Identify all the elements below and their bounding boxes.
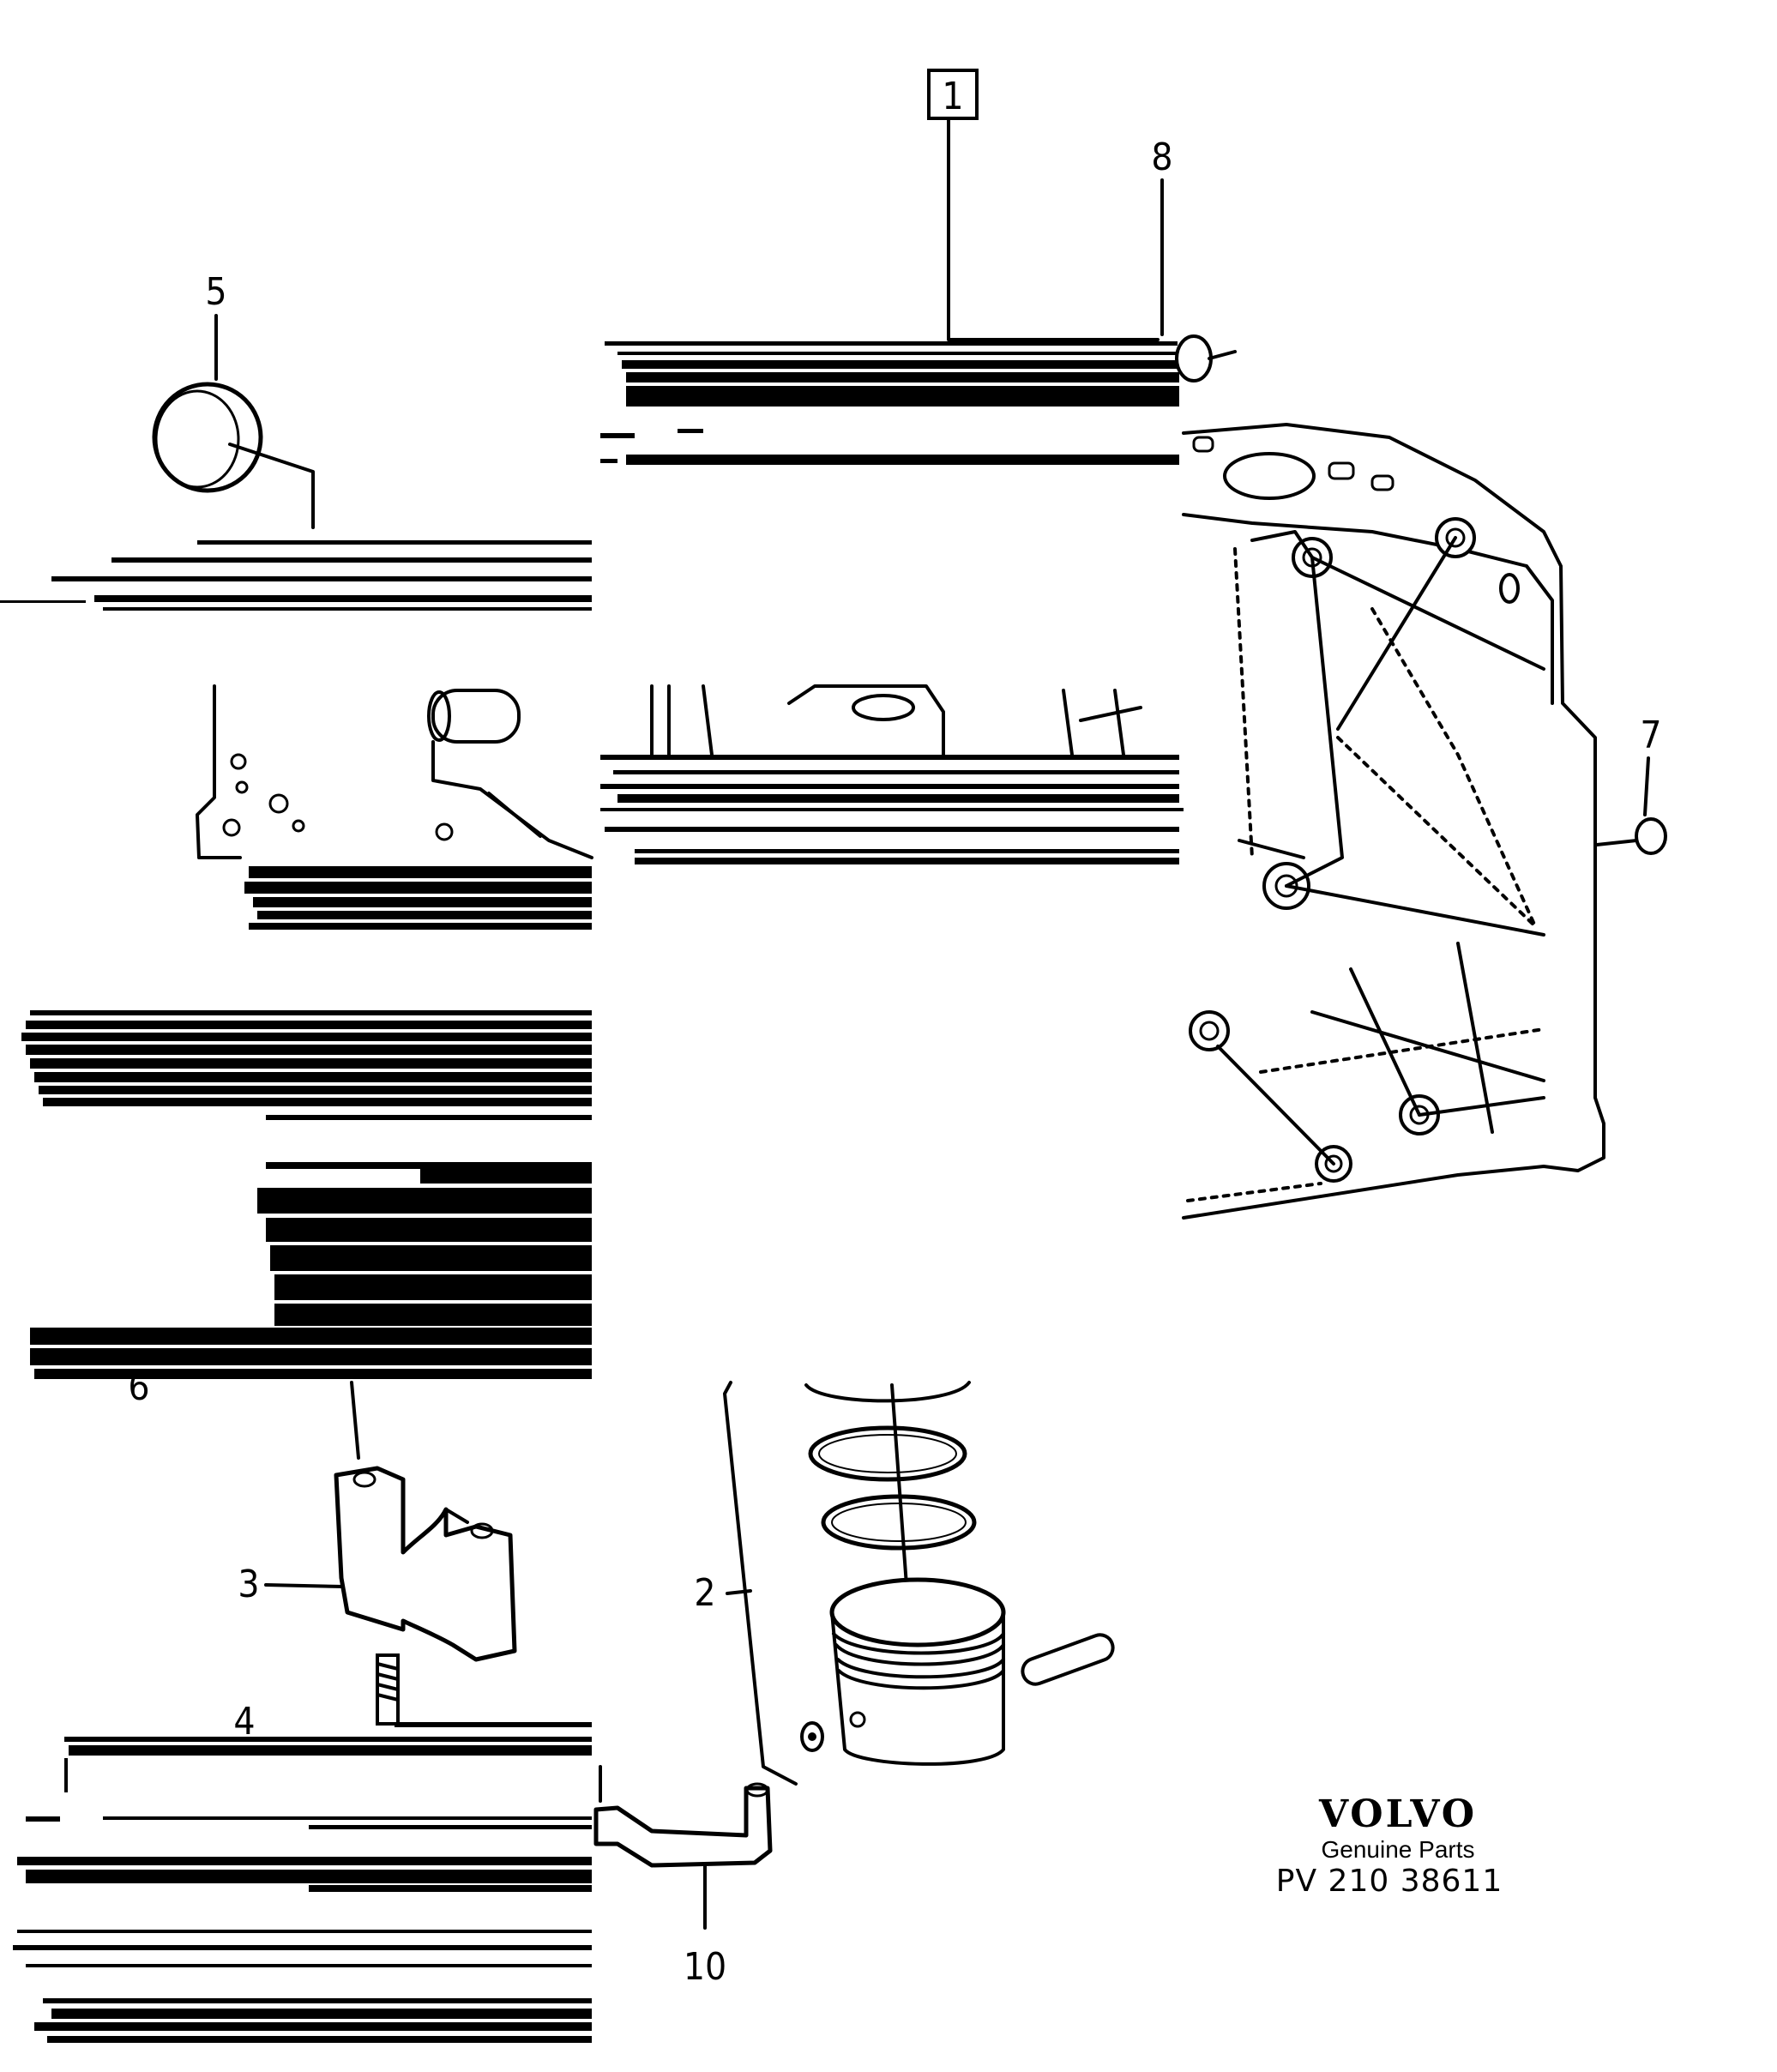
- callout-7-label: 7: [1640, 714, 1661, 757]
- camshaft-bearing-rail: [600, 334, 1237, 465]
- callout-5[interactable]: 5: [205, 270, 227, 381]
- part-sheet-code: PV 210 38611: [1275, 1864, 1503, 1899]
- callout-6-label: 6: [128, 1365, 149, 1409]
- callout-7[interactable]: 7: [1640, 714, 1662, 816]
- callout-10[interactable]: 10: [684, 1864, 726, 1989]
- engine-block-housing: [1182, 423, 1605, 1220]
- block-center-detail: [650, 684, 1142, 756]
- cup-plug-part: [152, 382, 315, 529]
- oil-pipe-part: [593, 1765, 773, 1868]
- expansion-plug-part: [1595, 817, 1667, 855]
- raster-strip-left-large: [21, 866, 592, 1379]
- callout-5-label: 5: [205, 270, 226, 314]
- callout-3[interactable]: 3: [238, 1563, 345, 1606]
- block-left-face: [196, 684, 593, 859]
- callout-10-label: 10: [684, 1945, 726, 1989]
- callout-6[interactable]: 6: [128, 1365, 149, 1409]
- callout-4-label: 4: [233, 1700, 255, 1744]
- callout-4[interactable]: 4: [233, 1700, 255, 1744]
- callout-8[interactable]: 8: [1151, 136, 1173, 336]
- brand-subtitle: Genuine Parts: [1321, 1836, 1475, 1863]
- callout-1-label: 1: [942, 75, 963, 118]
- piston-part: [800, 1577, 1115, 1766]
- raster-strip-center: [600, 755, 1184, 864]
- callout-8-label: 8: [1151, 136, 1172, 179]
- callout-2[interactable]: 2: [694, 1381, 798, 1786]
- brand-block: VOLVO Genuine Parts PV 210 38611: [1276, 1792, 1509, 1899]
- callout-3-label: 3: [238, 1563, 259, 1606]
- piston-rings-part: [804, 1381, 977, 1623]
- callout-1[interactable]: 1: [927, 69, 1160, 341]
- callout-2-label: 2: [694, 1571, 715, 1615]
- raster-strip-lower-left: [13, 1722, 592, 2043]
- main-bearing-cap-part: [334, 1381, 517, 1726]
- volvo-logo: VOLVO: [1318, 1792, 1478, 1836]
- raster-strip-upper-left: [0, 540, 592, 611]
